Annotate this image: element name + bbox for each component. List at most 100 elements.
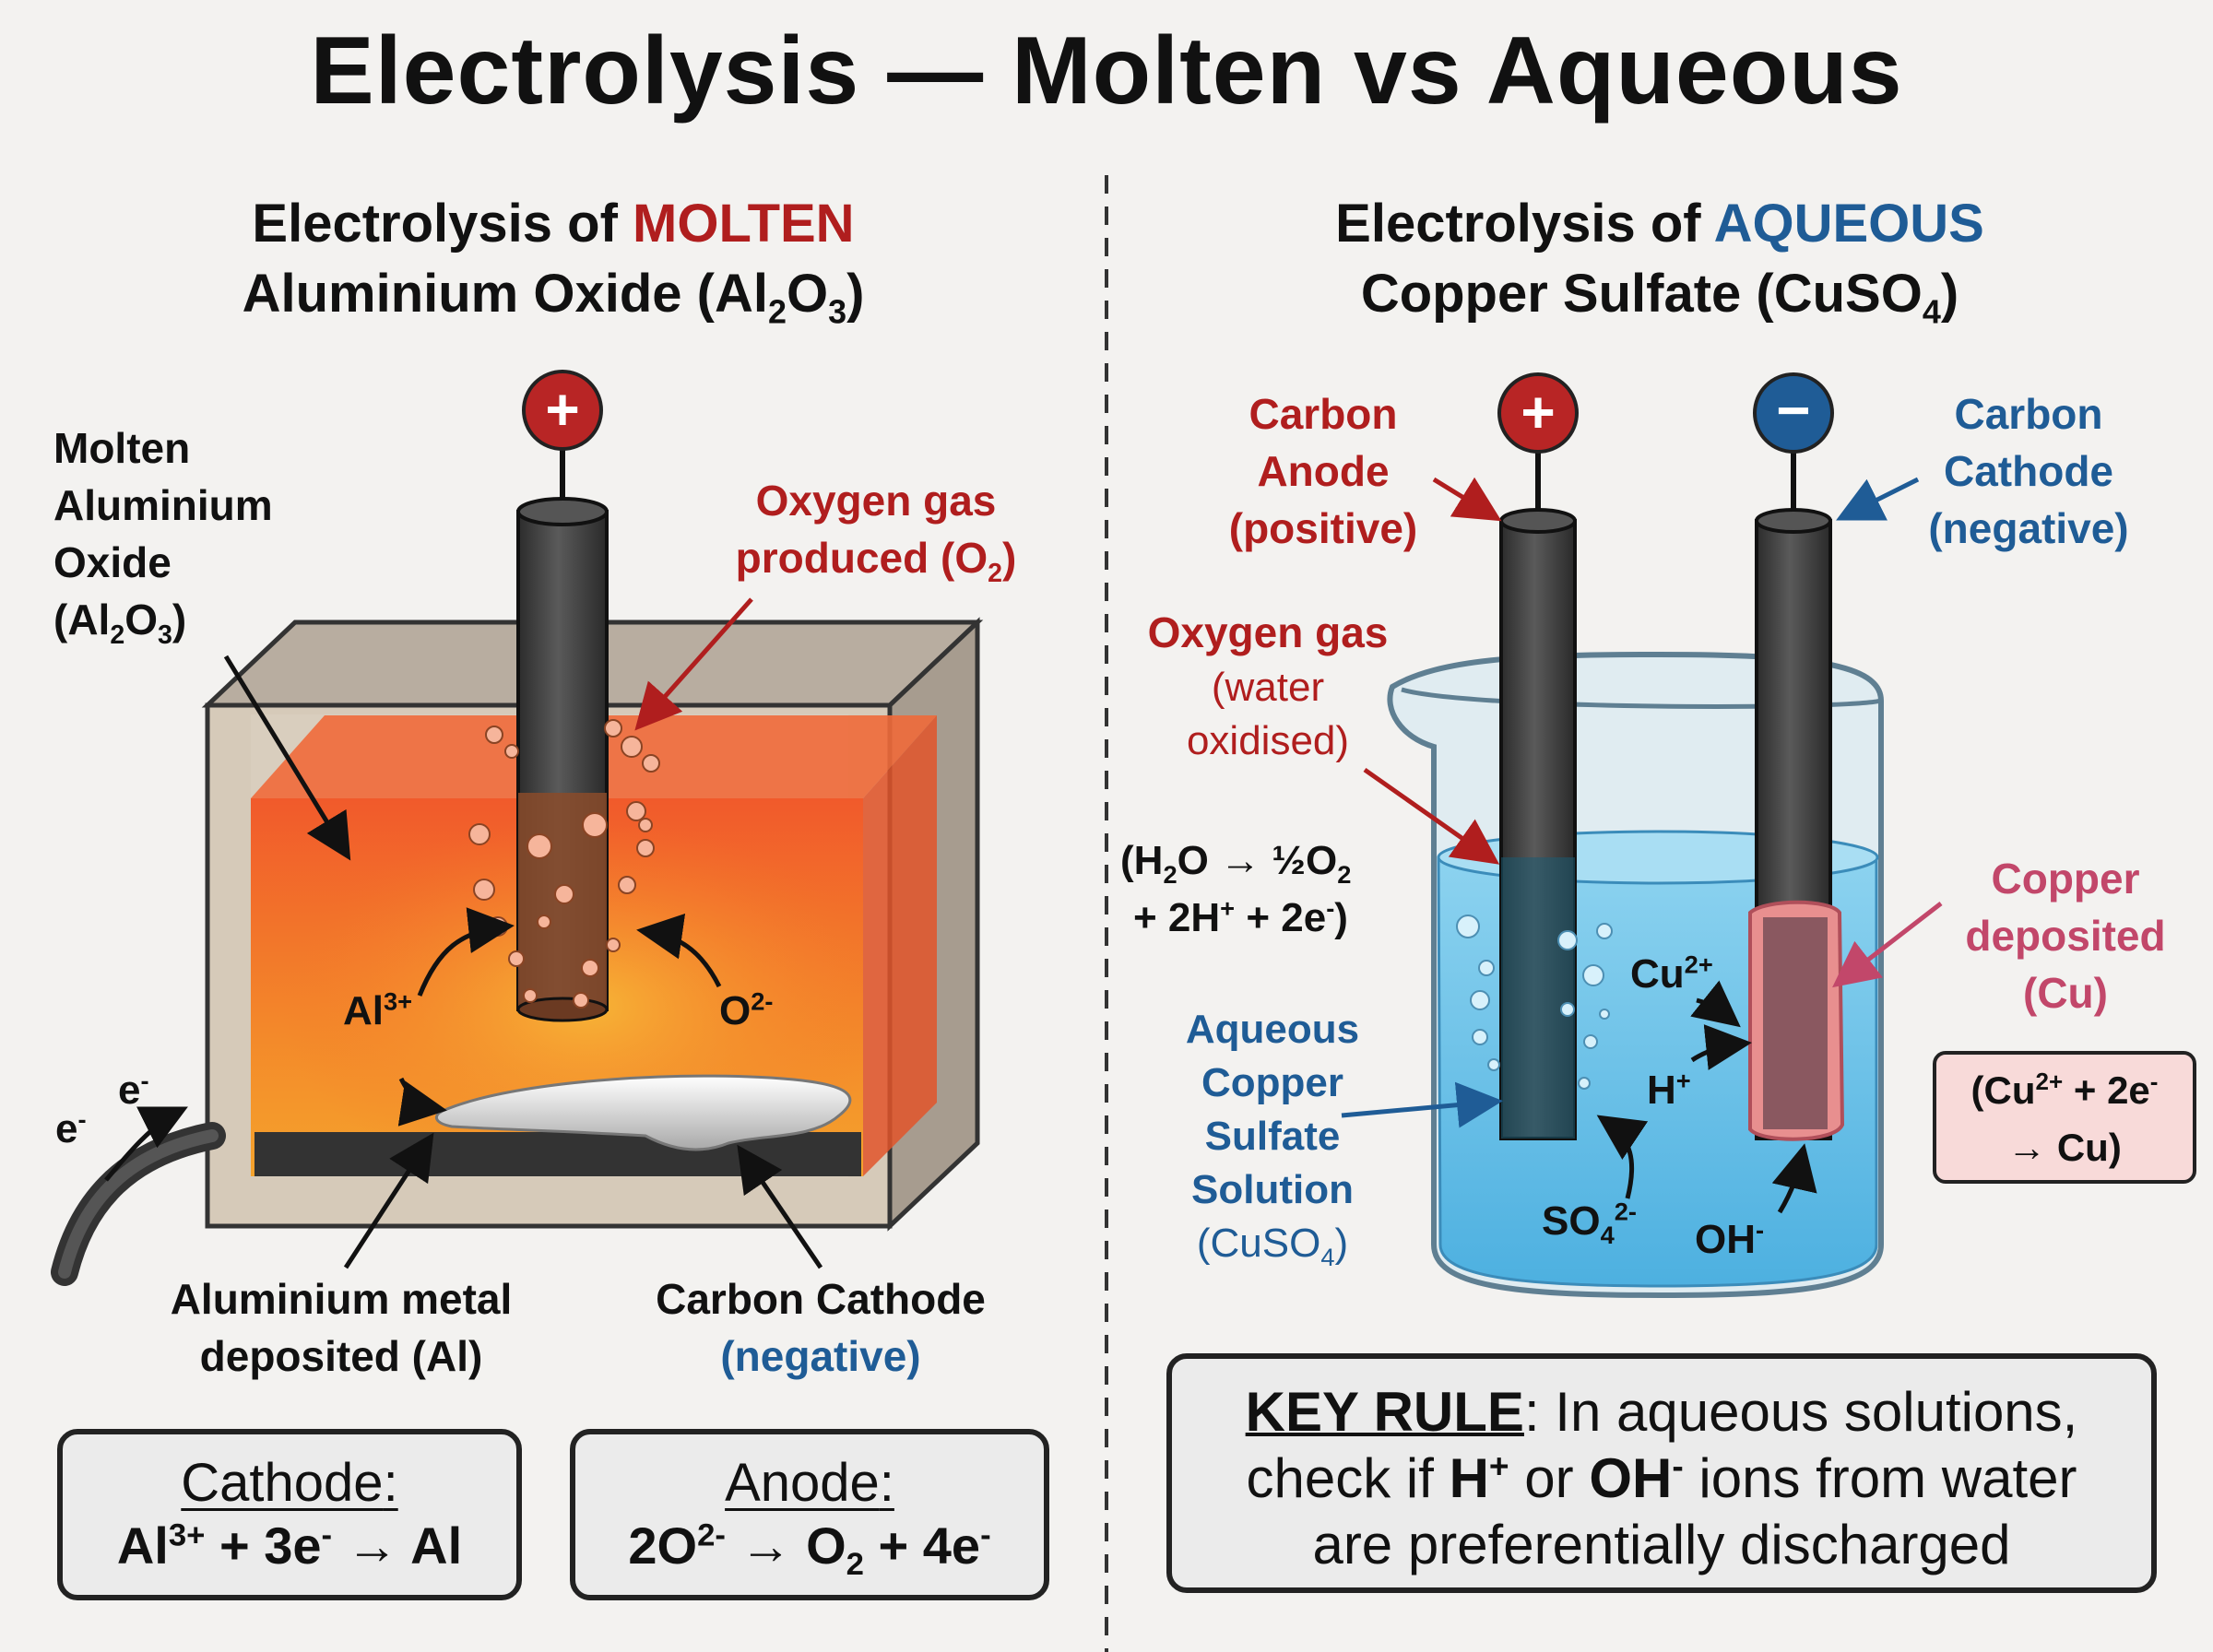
copper-label-line: (Cu) xyxy=(2023,969,2108,1017)
oxygen-label-line1: Oxygen gas xyxy=(755,477,997,525)
water-eq-part: O → ½O xyxy=(1177,838,1338,883)
ion-so4-symbol: SO xyxy=(1542,1198,1601,1244)
ion-al3: Al3+ xyxy=(343,988,412,1034)
key-rule-heading: KEY RULE xyxy=(1245,1381,1524,1443)
water-eq-part: + 2e xyxy=(1235,895,1327,940)
cathode-eq-part: + 3e xyxy=(205,1516,322,1575)
aqueous-arrows xyxy=(1341,477,1943,1214)
electrolyte-formula: (Al xyxy=(53,596,111,643)
oxygen-label-line2: produced (O xyxy=(735,534,988,582)
solution-label-line: Sulfate xyxy=(1204,1114,1341,1159)
al-metal-line1: Aluminium metal xyxy=(170,1275,513,1323)
ion-al-symbol: Al xyxy=(343,988,384,1033)
aqueous-cathode-line: Carbon xyxy=(1954,390,2103,438)
minus-icon: − xyxy=(1776,377,1811,443)
ion-cu-charge: 2+ xyxy=(1684,950,1713,979)
molten-heading-sub1: 2 xyxy=(767,292,787,331)
cathode-eq-electron-charge: - xyxy=(321,1517,333,1553)
cathode-box-heading: Cathode xyxy=(181,1453,384,1513)
ion-cu2: Cu2+ xyxy=(1630,951,1713,997)
key-rule-part: check if xyxy=(1246,1447,1450,1509)
water-eq-part: (H xyxy=(1120,838,1164,883)
copper-eq-part: → Cu) xyxy=(2007,1126,2122,1169)
anode-eq-part: + 4e xyxy=(863,1516,981,1575)
copper-deposit-label: Copper deposited (Cu) xyxy=(1923,850,2208,1021)
aqueous-anode-line: Carbon xyxy=(1249,390,1398,438)
electrolyte-formula-sub: 3 xyxy=(157,620,172,651)
oxygen-bubbles-aqueous xyxy=(1456,914,1613,1090)
aqueous-oxygen-line: Oxygen gas xyxy=(1147,608,1389,656)
anode-eq-part: → O xyxy=(725,1516,846,1575)
key-rule-line1: : In aqueous solutions, xyxy=(1523,1381,2078,1443)
electrolyte-label: Molten Aluminium Oxide (Al2O3) xyxy=(53,419,273,648)
cathode-equation-box: Cathode: Al3+ + 3e- → Al xyxy=(57,1429,522,1600)
solution-label-line: (CuSO xyxy=(1196,1221,1321,1266)
copper-eq-part: (Cu xyxy=(1970,1068,2036,1112)
molten-heading-line2: Aluminium Oxide (Al xyxy=(242,264,768,324)
aqueous-anode-line: (positive) xyxy=(1228,504,1418,552)
anode-eq-electron-charge: - xyxy=(980,1517,991,1553)
electrolyte-label-line: Oxide xyxy=(53,538,172,586)
molten-heading: Electrolysis of MOLTEN Aluminium Oxide (… xyxy=(92,189,1014,329)
ion-cu-symbol: Cu xyxy=(1630,951,1685,997)
electron-label: e- xyxy=(118,1068,149,1114)
molten-heading-end: ) xyxy=(846,264,865,324)
electron-charge: - xyxy=(77,1104,87,1134)
aqueous-anode-rod xyxy=(1497,372,1579,1140)
anode-equation: 2O2- → O2 + 4e- xyxy=(628,1516,991,1583)
electron-symbol: e xyxy=(118,1068,141,1113)
cathode-equation: Al3+ + 3e- → Al xyxy=(63,1514,516,1578)
al-metal-line2: deposited (Al) xyxy=(199,1332,483,1380)
aqueous-oxygen-label: Oxygen gas (water oxidised) xyxy=(1120,604,1415,768)
ion-h: H+ xyxy=(1647,1066,1691,1113)
aqueous-heading-sub: 4 xyxy=(1922,292,1941,331)
aluminium-deposit xyxy=(435,1074,852,1151)
water-eq-part: + 2H xyxy=(1133,895,1221,940)
molten-heading-mid: O xyxy=(786,264,829,324)
molten-cathode-line2: (negative) xyxy=(720,1332,921,1380)
molten-arrows xyxy=(104,597,823,1269)
ion-so4-charge: 2- xyxy=(1614,1197,1637,1226)
ion-oh-symbol: OH xyxy=(1695,1217,1756,1262)
anode-eq-part: 2O xyxy=(628,1516,698,1575)
key-rule-h: H xyxy=(1449,1447,1489,1509)
water-oxidation-equation: (H2O → ½O2 + 2H+ + 2e-) xyxy=(1120,838,1352,940)
ion-o-symbol: O xyxy=(719,988,751,1033)
ion-o2: O2- xyxy=(719,988,773,1034)
key-rule-part: ions from water xyxy=(1683,1447,2077,1509)
aqueous-oxygen-sub: oxidised) xyxy=(1186,718,1350,763)
ion-so4: SO42- xyxy=(1542,1197,1637,1249)
aqueous-heading-end: ) xyxy=(1940,264,1959,324)
key-rule-part: or xyxy=(1509,1447,1590,1509)
key-rule-line3: are preferentially discharged xyxy=(1312,1514,2011,1575)
aqueous-heading-highlight: AQUEOUS xyxy=(1713,194,1984,254)
solution-label: Aqueous Copper Sulfate Solution (CuSO4) xyxy=(1148,1003,1397,1270)
aqueous-heading-prefix: Electrolysis of xyxy=(1335,194,1714,254)
copper-equation-box: (Cu2+ + 2e- → Cu) xyxy=(1933,1051,2196,1184)
solution-label-line: Aqueous xyxy=(1185,1007,1360,1052)
cathode-eq-part: → Al xyxy=(332,1516,463,1575)
aqueous-heading: Electrolysis of AQUEOUS Copper Sulfate (… xyxy=(1199,189,2121,329)
molten-heading-highlight: MOLTEN xyxy=(633,194,855,254)
aqueous-anode-line: Anode xyxy=(1257,447,1390,495)
aluminium-metal-label: Aluminium metal deposited (Al) xyxy=(101,1270,581,1385)
aqueous-oxygen-sub: (water xyxy=(1211,665,1325,710)
molten-cathode-label: Carbon Cathode (negative) xyxy=(609,1270,1033,1385)
cathode-eq-charge: 3+ xyxy=(168,1517,206,1553)
electrolyte-label-line: Molten xyxy=(53,424,191,472)
aqueous-heading-line2: Copper Sulfate (CuSO xyxy=(1360,264,1923,324)
ion-h-symbol: H xyxy=(1647,1068,1676,1113)
plus-icon: + xyxy=(545,376,580,442)
electron-label: e- xyxy=(55,1106,87,1152)
anode-eq-charge: 2- xyxy=(697,1517,726,1553)
aqueous-cathode-line: Cathode xyxy=(1944,447,2113,495)
aqueous-cathode-line: (negative) xyxy=(1928,504,2129,552)
electrolyte-formula-sub: 2 xyxy=(110,620,125,651)
electron-symbol: e xyxy=(55,1106,78,1151)
molten-cathode-line1: Carbon Cathode xyxy=(656,1275,986,1323)
oxygen-produced-label: Oxygen gas produced (O2) xyxy=(701,472,1051,586)
anode-equation-box: Anode: 2O2- → O2 + 4e- xyxy=(570,1429,1049,1600)
cathode-eq-part: Al xyxy=(116,1516,169,1575)
page-title: Electrolysis — Molten vs Aqueous xyxy=(310,18,1903,124)
